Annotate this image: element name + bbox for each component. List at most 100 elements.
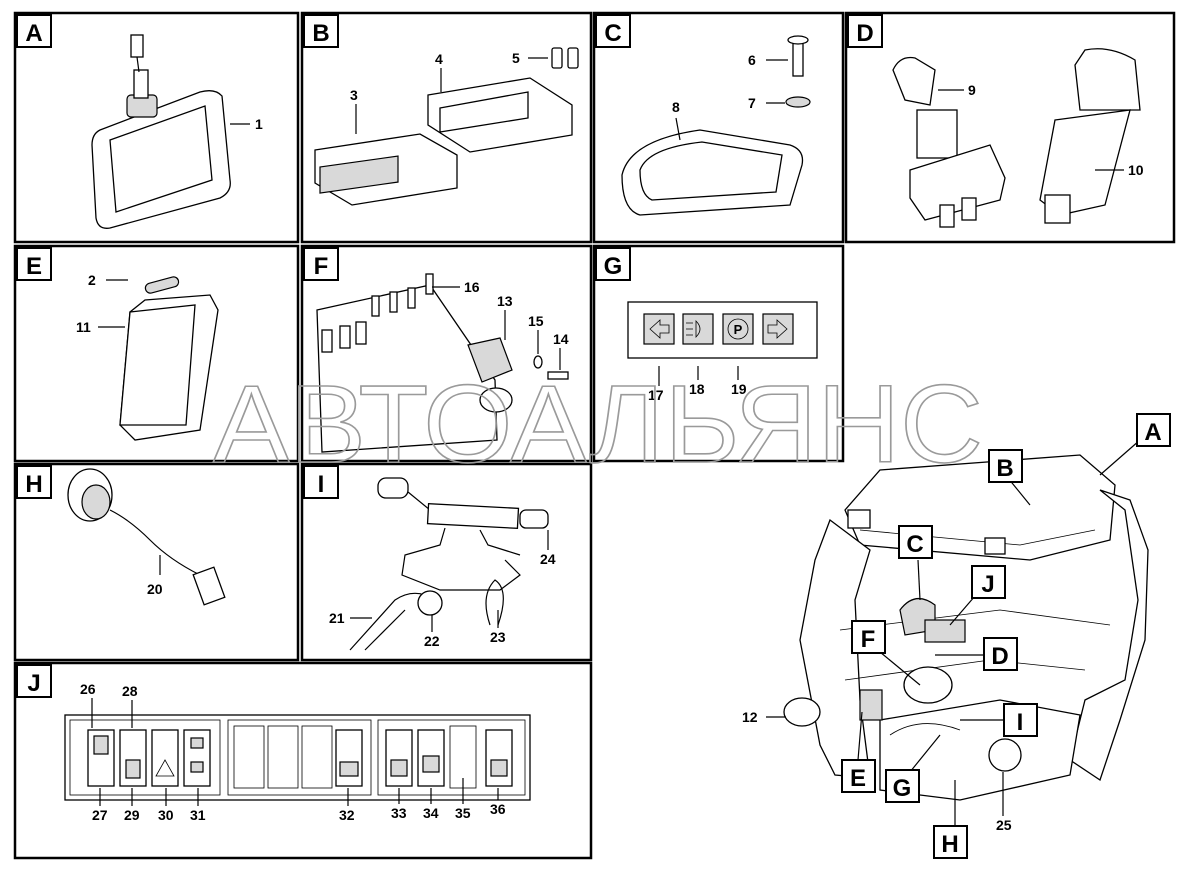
panel-i-frame: [300, 462, 593, 662]
rocker-switch-34: [417, 729, 445, 787]
svg-text:J: J: [981, 571, 994, 598]
svg-text:19: 19: [731, 381, 747, 397]
svg-text:F: F: [861, 626, 876, 653]
panel-a-display: 1: [91, 34, 263, 229]
svg-text:9: 9: [968, 82, 976, 98]
panel-letter-j: J: [16, 664, 52, 698]
svg-text:P: P: [734, 322, 743, 337]
svg-text:24: 24: [540, 551, 556, 567]
panel-letter-b: B: [303, 14, 339, 48]
svg-text:A: A: [25, 20, 42, 47]
panel-letter-e: E: [16, 247, 52, 281]
svg-text:C: C: [906, 531, 923, 558]
panel-letters: A B C D E F G H I J: [16, 14, 883, 698]
svg-text:E: E: [26, 253, 42, 280]
cab-label-c: C: [898, 525, 933, 601]
svg-text:17: 17: [648, 387, 664, 403]
panel-letter-d: D: [847, 14, 883, 48]
panel-h-frame: [13, 462, 300, 662]
svg-text:23: 23: [490, 629, 506, 645]
panel-letter-f: F: [303, 247, 339, 281]
cab-overview: A B C J D F I E G H 12 25: [742, 413, 1171, 859]
cab-label-b: B: [988, 449, 1031, 506]
panel-letter-h: H: [16, 465, 52, 499]
panel-d-frame: [844, 11, 1176, 244]
svg-text:36: 36: [490, 801, 506, 817]
svg-text:22: 22: [424, 633, 440, 649]
svg-text:6: 6: [748, 52, 756, 68]
cab-label-a: A: [1099, 413, 1171, 476]
panel-g-indicators: P 17 18 19: [627, 301, 818, 403]
panel-i-harness: 24 21 22 23: [329, 477, 556, 651]
panel-f-frame: [300, 244, 593, 463]
panel-a-frame: [13, 11, 300, 244]
panel-j-frame: [13, 661, 593, 860]
svg-text:G: G: [604, 253, 623, 280]
rocker-switch-32: [335, 729, 363, 787]
svg-text:F: F: [314, 253, 329, 280]
panel-c-frame: [592, 11, 845, 244]
svg-text:2: 2: [88, 272, 96, 288]
svg-text:33: 33: [391, 805, 407, 821]
svg-text:35: 35: [455, 805, 471, 821]
svg-text:32: 32: [339, 807, 355, 823]
svg-text:10: 10: [1128, 162, 1144, 178]
panel-e-module: 2 11: [76, 272, 219, 441]
rocker-switch-30: [151, 729, 179, 787]
svg-text:18: 18: [689, 381, 705, 397]
arrow-right-icon: [762, 313, 794, 345]
svg-text:7: 7: [748, 95, 756, 111]
rocker-switch-33: [385, 729, 413, 787]
panel-j-switchpanel: 26 28 27 29 30 31 32 33 34 35 36: [64, 681, 531, 823]
panel-d-switches: 9 10: [892, 48, 1144, 228]
cab-label-h: H: [933, 780, 968, 859]
svg-text:28: 28: [122, 683, 138, 699]
svg-text:8: 8: [672, 99, 680, 115]
panel-letter-i: I: [303, 465, 339, 499]
svg-text:14: 14: [553, 331, 569, 347]
svg-text:B: B: [312, 20, 329, 47]
svg-text:20: 20: [147, 581, 163, 597]
panel-f-sensor: 16 13 15 14: [316, 273, 569, 453]
svg-text:3: 3: [350, 87, 358, 103]
svg-text:12: 12: [742, 709, 758, 725]
cab-label-d: D: [935, 637, 1018, 671]
rocker-switch-26: [87, 729, 115, 787]
svg-text:G: G: [893, 775, 912, 802]
svg-text:15: 15: [528, 313, 544, 329]
panel-letter-a: A: [16, 14, 52, 48]
svg-text:11: 11: [76, 319, 91, 335]
svg-text:J: J: [27, 670, 40, 697]
svg-text:31: 31: [190, 807, 206, 823]
svg-text:29: 29: [124, 807, 140, 823]
svg-text:C: C: [604, 20, 621, 47]
panel-c-cluster: 8 6 7: [621, 35, 811, 216]
cab-label-f: F: [851, 620, 921, 686]
cab-label-g: G: [885, 734, 941, 803]
svg-text:I: I: [318, 471, 325, 498]
rocker-switch-36: [485, 729, 513, 787]
svg-text:D: D: [856, 20, 873, 47]
svg-text:5: 5: [512, 50, 520, 66]
svg-text:H: H: [25, 471, 42, 498]
rocker-switch-31: [183, 729, 211, 787]
svg-text:E: E: [850, 765, 866, 792]
svg-text:B: B: [996, 455, 1013, 482]
svg-text:26: 26: [80, 681, 96, 697]
cab-label-i: I: [960, 703, 1038, 737]
watermark-text: АВТОАЛЬЯНС: [213, 363, 983, 486]
panel-g-frame: [592, 244, 845, 463]
panel-letter-c: C: [595, 14, 631, 48]
panel-b-radio: 3 4 5: [314, 47, 579, 206]
svg-text:13: 13: [497, 293, 513, 309]
panel-frames: [13, 11, 1176, 860]
panel-letter-g: G: [595, 247, 631, 281]
svg-text:25: 25: [996, 817, 1012, 833]
panel-h-horn: 20: [67, 468, 226, 606]
rocker-switch-28: [119, 729, 147, 787]
svg-text:4: 4: [435, 51, 443, 67]
svg-text:21: 21: [329, 610, 345, 626]
svg-text:1: 1: [255, 116, 263, 132]
svg-text:16: 16: [464, 279, 480, 295]
